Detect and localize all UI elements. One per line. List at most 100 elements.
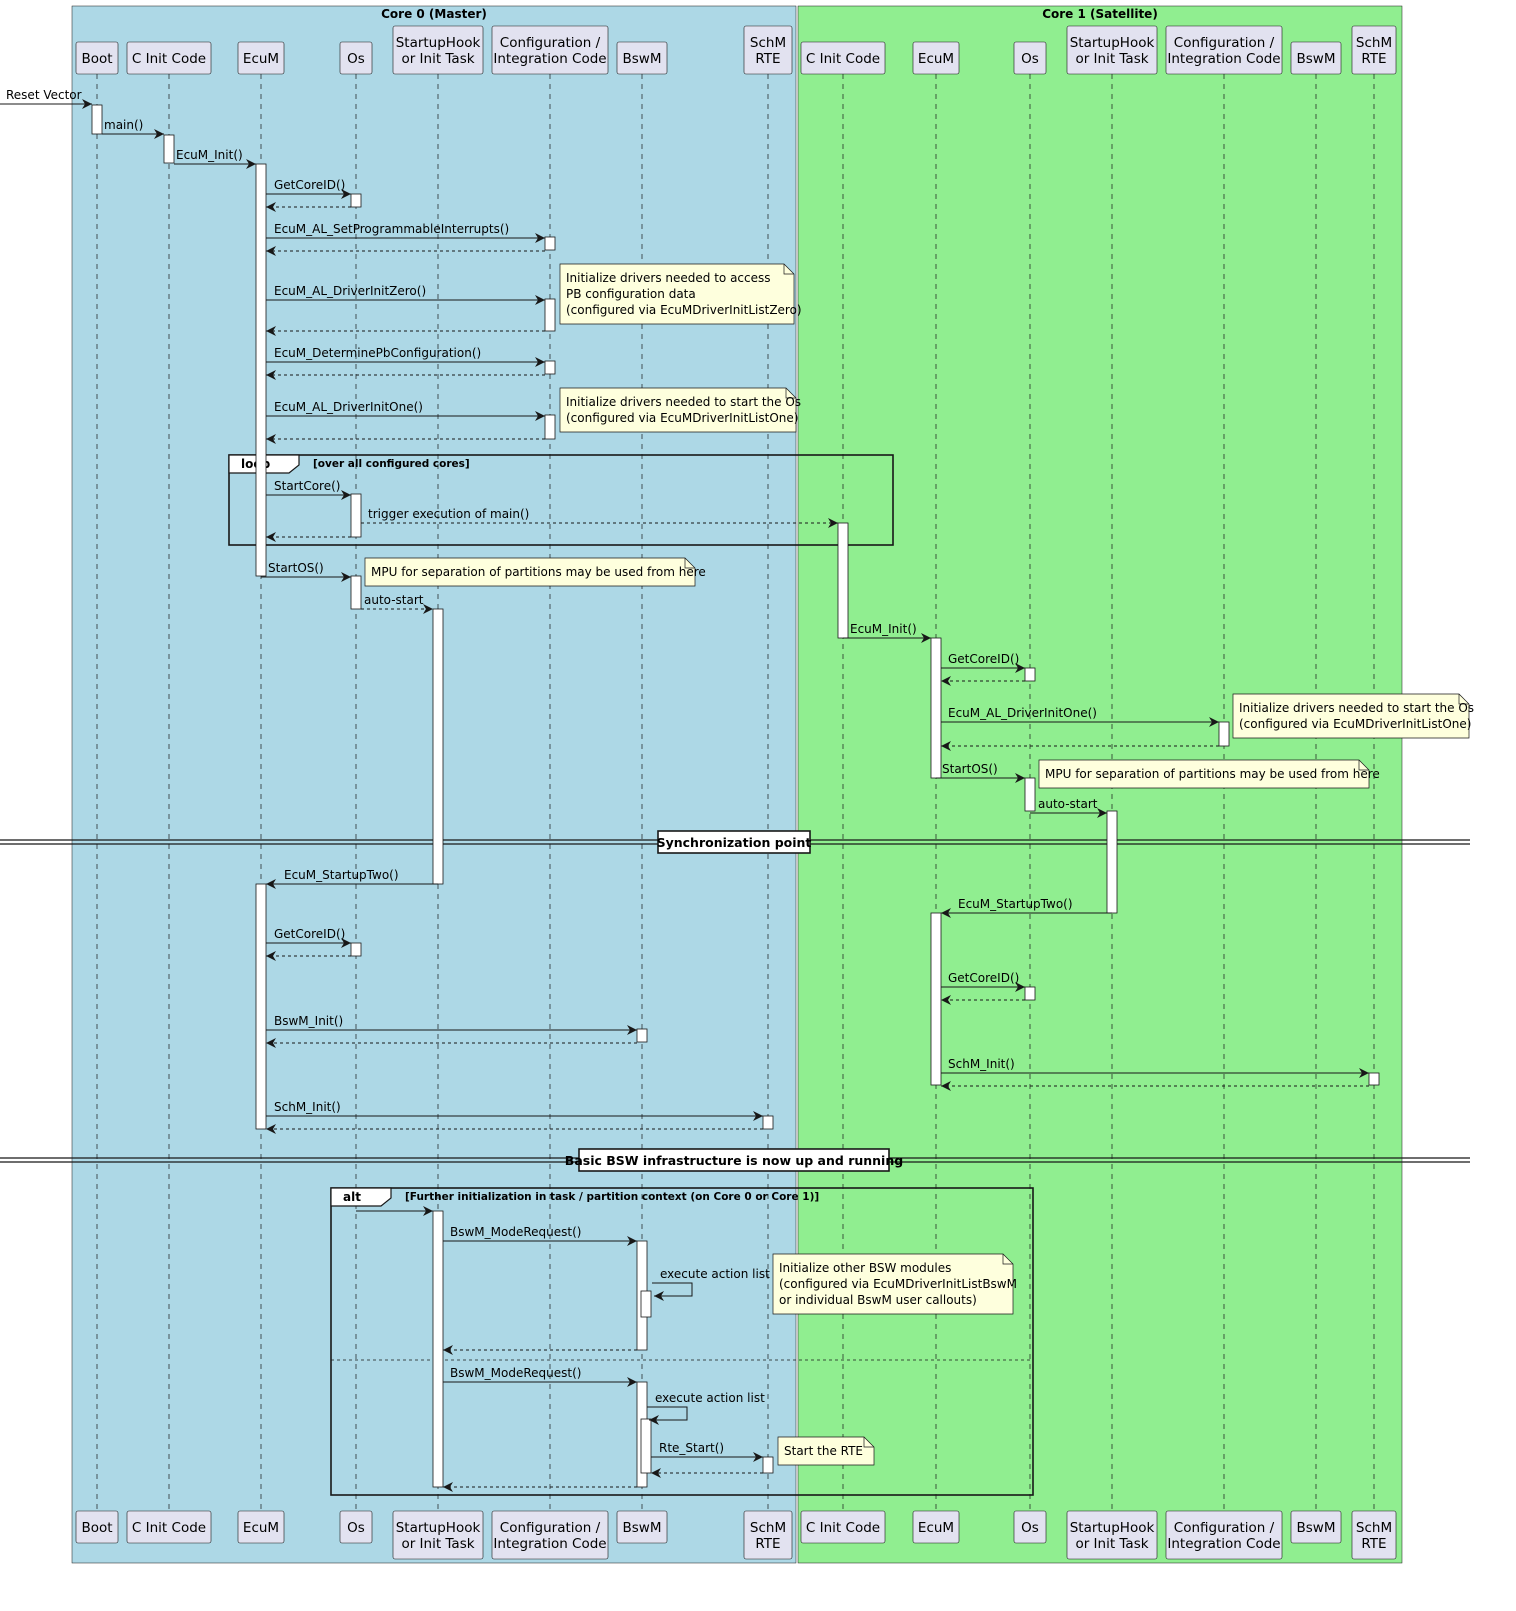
participant-bswm1-bottom [1290,1510,1342,1544]
message-main-label: main() [104,118,143,132]
message-ecum_init0-label: EcuM_Init() [176,148,243,162]
activation-os1-20 [1024,986,1036,1001]
note-drvzero-fold [783,264,794,275]
message-startcore-label: StartCore() [274,479,340,493]
participant-schm1-top-label-1: SchM [1356,35,1392,51]
participant-ecum1-bottom [912,1510,960,1544]
participant-os1-top [1013,41,1047,75]
participant-hook0-top-label-1: StartupHook [396,35,481,51]
divider-sync-label: Synchronization point [657,835,812,850]
note-rte-line-1: Start the RTE [784,1444,863,1458]
note-mpu0-line-1: MPU for separation of partitions may be … [371,565,706,579]
participant-os1-top-label: Os [1021,51,1039,67]
activation-cfg0-6 [544,360,556,375]
participant-cfg1-bottom-label-1: Configuration / [1174,1520,1275,1536]
note-drvone0-line-1: Initialize drivers needed to start the O… [566,395,801,409]
participant-os0-bottom [339,1510,373,1544]
participant-schm0-bottom-label-2: RTE [755,1536,780,1552]
participant-cinit1-bottom [800,1510,886,1544]
participant-os0-bottom-label: Os [347,1520,365,1536]
note-mpu1 [1038,759,1370,789]
note-drvone1-fold [1458,694,1469,705]
message-getcore1b-label: GetCoreID() [948,971,1019,985]
activation-cinit1-9 [837,522,849,639]
participant-ecum1-top-label: EcuM [918,51,954,67]
message-schminit1-label: SchM_Init() [948,1057,1015,1071]
activation-bswm0-28 [640,1418,652,1474]
message-actionlist2-arrow [647,1406,688,1425]
participant-cfg0-bottom-label-2: Integration Code [493,1536,606,1552]
participant-cfg0-bottom [491,1510,609,1560]
message-detpb-label: EcuM_DeterminePbConfiguration() [274,346,481,360]
divider-bsw-label: Basic BSW infrastructure is now up and r… [565,1153,903,1168]
participant-bswm0-bottom [616,1510,668,1544]
note-bswother-line-2: (configured via EcuMDriverInitListBswM [779,1277,1017,1291]
note-bswother-fold [1002,1254,1013,1265]
participant-cfg0-top [491,25,609,75]
message-actionlist2-label: execute action list [655,1391,765,1405]
participant-cinit0-top-label: C Init Code [132,51,206,67]
message-moderequest1-label: BswM_ModeRequest() [450,1225,581,1239]
participant-schm1-top-label-2: RTE [1361,51,1386,67]
participant-cfg0-bottom-label-1: Configuration / [500,1520,601,1536]
message-getcore0b-label: GetCoreID() [274,927,345,941]
participant-hook0-bottom-label-1: StartupHook [396,1520,481,1536]
participant-schm1-bottom [1351,1510,1397,1560]
activation-bswm0-21 [636,1028,648,1043]
note-mpu1-fold [1358,760,1369,771]
activation-cfg0-4 [544,236,556,251]
message-setints-label: EcuM_AL_SetProgrammableInterrupts() [274,222,509,236]
message-drvone1-label: EcuM_AL_DriverInitOne() [948,706,1097,720]
participant-cfg1-top [1165,25,1283,75]
participant-cinit1-top-label: C Init Code [806,51,880,67]
note-drvzero [559,263,795,325]
participant-os1-bottom-label: Os [1021,1520,1039,1536]
activation-ecum0-17 [255,883,267,1130]
core1-box-title: Core 1 (Satellite) [1042,7,1158,21]
alt-condition: [Further initialization in task / partit… [405,1191,819,1203]
note-bswother [772,1253,1014,1315]
activation-os0-10 [350,575,362,610]
activation-cfg1-14 [1218,721,1230,747]
participant-hook1-top-label-1: StartupHook [1070,35,1155,51]
core0-box-title: Core 0 (Master) [381,7,487,21]
note-drvone1-line-2: (configured via EcuMDriverInitListOne) [1239,717,1471,731]
message-getcore1a-label: GetCoreID() [948,652,1019,666]
participant-ecum1-bottom-label: EcuM [918,1520,954,1536]
participant-schm0-bottom [743,1510,793,1560]
participant-ecum0-bottom-label: EcuM [243,1520,279,1536]
participant-hook1-bottom-label-2: or Init Task [1075,1536,1148,1552]
participant-hook0-top-label-2: or Init Task [401,51,474,67]
message-reset-label: Reset Vector [6,88,82,102]
note-drvzero-line-1: Initialize drivers needed to access [566,271,771,285]
participant-os0-top-label: Os [347,51,365,67]
participant-cinit0-bottom [126,1510,212,1544]
message-ecum_init1-label: EcuM_Init() [850,622,917,636]
participant-hook0-bottom [392,1510,484,1560]
participant-cfg1-top-label-1: Configuration / [1174,35,1275,51]
note-mpu0 [364,557,696,587]
participant-cinit1-top [800,41,886,75]
message-actionlist1-arrow [652,1282,693,1301]
activation-ecum1-12 [930,637,942,779]
message-moderequest2-label: BswM_ModeRequest() [450,1366,581,1380]
message-autostart0-label: auto-start [364,593,424,607]
participant-boot-top-label: Boot [81,51,112,67]
message-startuptwo0-label: EcuM_StartupTwo() [284,868,399,882]
participant-ecum1-top [912,41,960,75]
participant-cfg0-top-label-1: Configuration / [500,35,601,51]
alt-fragment-tab [330,1187,392,1207]
note-drvone1-line-1: Initialize drivers needed to start the O… [1239,701,1474,715]
divider-bsw-box [578,1148,890,1172]
activation-hook0-11 [432,608,444,885]
note-mpu1-line-1: MPU for separation of partitions may be … [1045,767,1380,781]
note-rte-fold [863,1437,874,1448]
participant-schm0-top-label-1: SchM [750,35,786,51]
message-startuptwo1-label: EcuM_StartupTwo() [958,897,1073,911]
participant-bswm0-top-label: BswM [623,51,662,67]
participant-ecum0-top [237,41,285,75]
note-rte [777,1436,875,1466]
note-drvone0-line-2: (configured via EcuMDriverInitListOne) [566,411,798,425]
